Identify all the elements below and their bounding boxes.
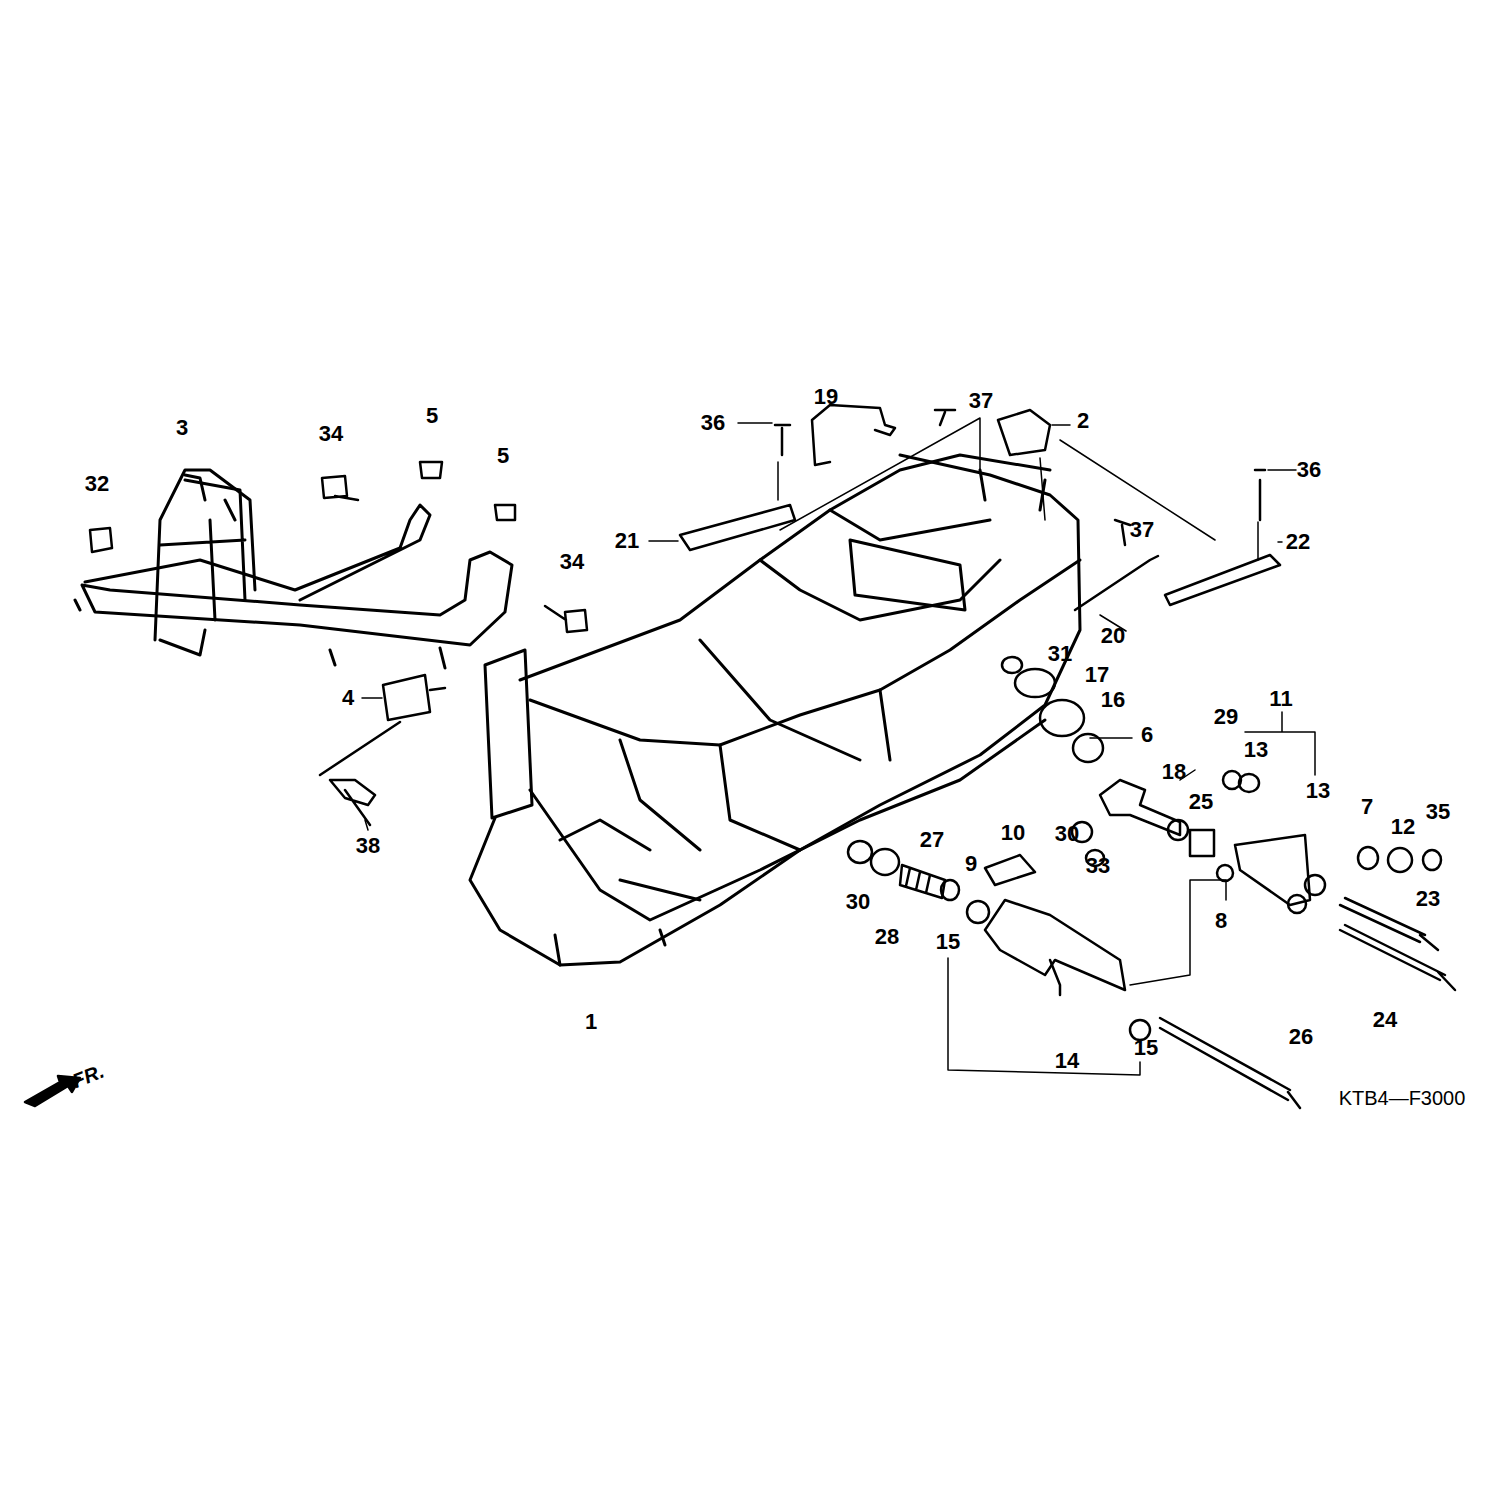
callout-number: 14 [1055, 1050, 1079, 1072]
callout-number: 18 [1162, 761, 1186, 783]
callout-number: 11 [1269, 688, 1292, 710]
callout-number: 34 [319, 423, 343, 445]
callout-number: 34 [560, 551, 584, 573]
callout-number: 19 [814, 386, 838, 408]
callout-number: 4 [342, 687, 354, 709]
callout-number: 6 [1141, 724, 1153, 746]
callout-number: 22 [1286, 531, 1310, 553]
callout-number: 5 [497, 445, 509, 467]
callout-number: 23 [1416, 888, 1440, 910]
callout-number: 35 [1426, 801, 1450, 823]
main-frame [470, 455, 1080, 965]
callout-number: 9 [965, 853, 977, 875]
callout-number: 31 [1048, 643, 1072, 665]
callout-number: 24 [1373, 1009, 1397, 1031]
callout-number: 36 [1297, 459, 1321, 481]
callout-number: 8 [1215, 910, 1227, 932]
callout-number: 33 [1086, 855, 1110, 877]
diagram-note: KTB4—F3000 [1339, 1088, 1466, 1108]
leader-lines [362, 418, 1315, 1075]
callout-number: 15 [1134, 1037, 1158, 1059]
callout-number: 21 [615, 530, 639, 552]
callout-number: 32 [85, 473, 109, 495]
callout-number: 7 [1361, 796, 1373, 818]
engine-mount-parts [848, 657, 1455, 1108]
callout-number: 26 [1289, 1026, 1313, 1048]
callout-number: 1 [585, 1011, 597, 1033]
callout-number: 2 [1077, 410, 1089, 432]
fasteners-left [90, 462, 587, 825]
callout-number: 16 [1101, 689, 1125, 711]
brackets-top [680, 405, 1280, 610]
callout-number: 17 [1085, 664, 1109, 686]
callout-number: 3 [176, 417, 188, 439]
callout-number: 29 [1214, 706, 1238, 728]
callout-number: 15 [936, 931, 960, 953]
callout-number: 28 [875, 926, 899, 948]
front-guard [75, 470, 512, 668]
callout-number: 10 [1001, 822, 1025, 844]
callout-number: 5 [426, 405, 438, 427]
callout-number: 37 [969, 390, 993, 412]
callout-number: 38 [356, 835, 380, 857]
callout-number: 30 [1055, 823, 1079, 845]
callout-number: 30 [846, 891, 870, 913]
callout-number: 12 [1391, 816, 1415, 838]
callout-number: 20 [1101, 625, 1125, 647]
callout-number: 25 [1189, 791, 1213, 813]
diagram-note: FR. [69, 1061, 106, 1092]
callout-number: 27 [920, 829, 944, 851]
callout-number: 13 [1244, 739, 1268, 761]
callout-number: 13 [1306, 780, 1330, 802]
callout-number: 37 [1130, 519, 1154, 541]
callout-number: 36 [701, 412, 725, 434]
